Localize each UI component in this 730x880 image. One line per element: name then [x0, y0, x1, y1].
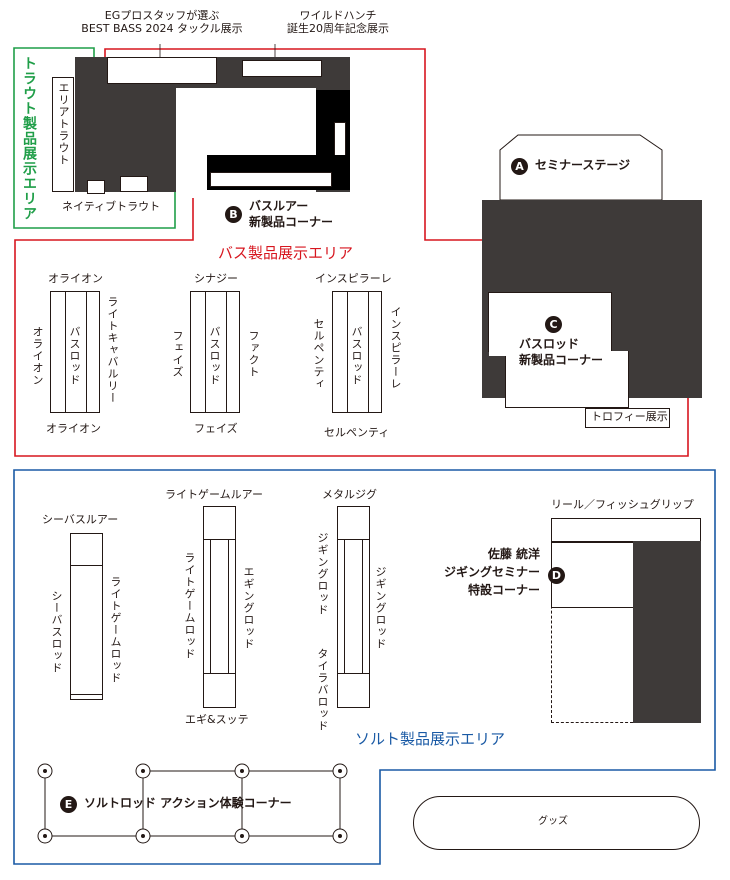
bass-rack-3-left: セルペンティ: [312, 318, 325, 390]
salt-rack-3-right: ジギングロッド: [374, 566, 387, 650]
corner-b-line1: バスルアー: [249, 199, 309, 213]
goods-label: グッズ: [538, 816, 568, 827]
salt-rack-1-left: シーバスロッド: [50, 590, 63, 674]
bass-rack-1-core: [65, 291, 87, 413]
bass-rack-2-top: シナジー: [194, 272, 238, 285]
bass-rack-2: [190, 291, 240, 413]
salt-rack-3-core: [344, 539, 363, 673]
bass-rack-2-core: [205, 291, 227, 413]
jigging-corner-top-line: [551, 541, 633, 543]
salt-rack-2-divider: [203, 539, 236, 540]
bass-rack-3-center: バスロッド: [350, 326, 363, 386]
bass-rod-cut-mask: [489, 346, 611, 356]
bass-rod-cut-2: [505, 351, 629, 408]
jigging-corner-mid-line: [551, 607, 633, 608]
eg-display-shelf: [107, 57, 217, 84]
eg-note-line1: EGプロスタッフが選ぶ: [104, 9, 220, 22]
wild-note-line2: 誕生20周年記念展示: [287, 21, 389, 35]
jigging-dark-block: [633, 541, 701, 723]
corner-b-line2: 新製品コーナー: [249, 215, 334, 229]
eg-note: EGプロスタッフが選ぶ BEST BASS 2024 タックル展示: [62, 9, 262, 35]
salt-rack-2-core: [210, 539, 229, 673]
salt-area-outline: [13, 469, 716, 865]
trophy-box: [585, 408, 670, 428]
bass-rack-1-center: バスロッド: [68, 326, 81, 386]
salt-rack-1-top: シーバスルアー: [42, 513, 119, 526]
bass-area-title: バス製品展示エリア: [218, 244, 354, 262]
corner-b-badge: B: [225, 206, 242, 223]
salt-rack-3-bottom-left: タイラバロッド: [316, 648, 329, 732]
salt-rack-2-top: ライトゲームルアー: [165, 488, 264, 501]
corner-d-line1: 佐藤 統洋: [487, 547, 540, 561]
corner-c-line2: 新製品コーナー: [519, 353, 604, 367]
eg-note-line2: BEST BASS 2024 タックル展示: [81, 21, 243, 35]
salt-rack-1-divider: [70, 565, 103, 566]
bass-rack-3: [332, 291, 382, 413]
salt-rack-2-left: ライトゲームロッド: [183, 552, 196, 660]
jigging-corner-frame: [551, 541, 633, 723]
bass-lure-block-bottom-cut: [210, 172, 332, 187]
native-trout-label: ネイティブトラウト: [62, 200, 161, 213]
corner-a-badge: A: [511, 158, 528, 175]
rod-post-icons: [37, 763, 348, 844]
corner-e-label: ソルトロッド アクション体験コーナー: [84, 796, 292, 810]
salt-rack-2-right: エギングロッド: [242, 566, 255, 650]
bass-rack-1: [50, 291, 100, 413]
bass-rack-1-left: オライオン: [31, 326, 44, 386]
corner-d-line3: 特設コーナー: [467, 583, 540, 597]
area-trout-label: エリアトラウト: [57, 82, 70, 166]
salt-rack-2-bottom: エギ&スッテ: [185, 713, 249, 726]
bass-rack-2-center: バスロッド: [208, 326, 221, 386]
bass-rack-1-top: オライオン: [48, 272, 103, 285]
wild-note: ワイルドハンチ 誕生20周年記念展示: [268, 9, 408, 35]
bass-rack-3-right: インスピラーレ: [389, 306, 402, 390]
salt-rack-3-divider: [337, 539, 370, 540]
corner-c-badge: C: [545, 316, 562, 333]
salt-rack-2-divider-bottom: [203, 673, 236, 674]
bass-rack-1-right: ライトキャバルリー: [106, 296, 119, 404]
wild-note-line1: ワイルドハンチ: [299, 9, 377, 22]
salt-rack-2: [203, 506, 236, 708]
salt-area-title: ソルト製品展示エリア: [355, 730, 506, 748]
salt-rack-3-top: メタルジグ: [322, 488, 377, 501]
salt-rack-1-divider-bottom: [70, 694, 103, 695]
salt-rack-3-divider-bottom: [337, 673, 370, 674]
bass-rack-2-left: フェイズ: [171, 330, 184, 378]
corner-a-label: セミナーステージ: [535, 158, 631, 172]
corner-c-line1: バスロッド: [519, 337, 580, 351]
bass-rack-3-core: [347, 291, 369, 413]
corner-e-badge: E: [60, 796, 77, 813]
salt-rack-1: [70, 533, 103, 700]
bass-rack-1-bottom: オライオン: [46, 422, 101, 435]
area-trout-shelf: [52, 77, 74, 192]
corner-d-line2: ジギングセミナー: [443, 565, 540, 579]
trophy-label: トロフィー展示: [591, 410, 668, 423]
trout-small-box-1: [87, 180, 105, 194]
trout-area-title: トラウト製品展示エリア: [21, 56, 37, 221]
bass-rack-3-bottom: セルペンティ: [324, 426, 390, 439]
corner-d-badge: D: [548, 567, 565, 584]
salt-rack-3: [337, 506, 370, 708]
goods-booth[interactable]: [413, 796, 700, 850]
bass-rack-3-top: インスピラーレ: [315, 272, 392, 285]
bass-rack-2-right: ファクト: [247, 330, 260, 378]
reel-label: リール／フィッシュグリップ: [551, 498, 694, 511]
salt-rack-1-right: ライトゲームロッド: [109, 576, 122, 684]
salt-rack-3-left: ジギングロッド: [316, 532, 329, 616]
bass-rack-2-bottom: フェイズ: [194, 422, 238, 435]
wild-display-shelf: [242, 60, 322, 77]
reel-shelf: [551, 518, 701, 542]
trout-small-box-2: [120, 176, 148, 192]
